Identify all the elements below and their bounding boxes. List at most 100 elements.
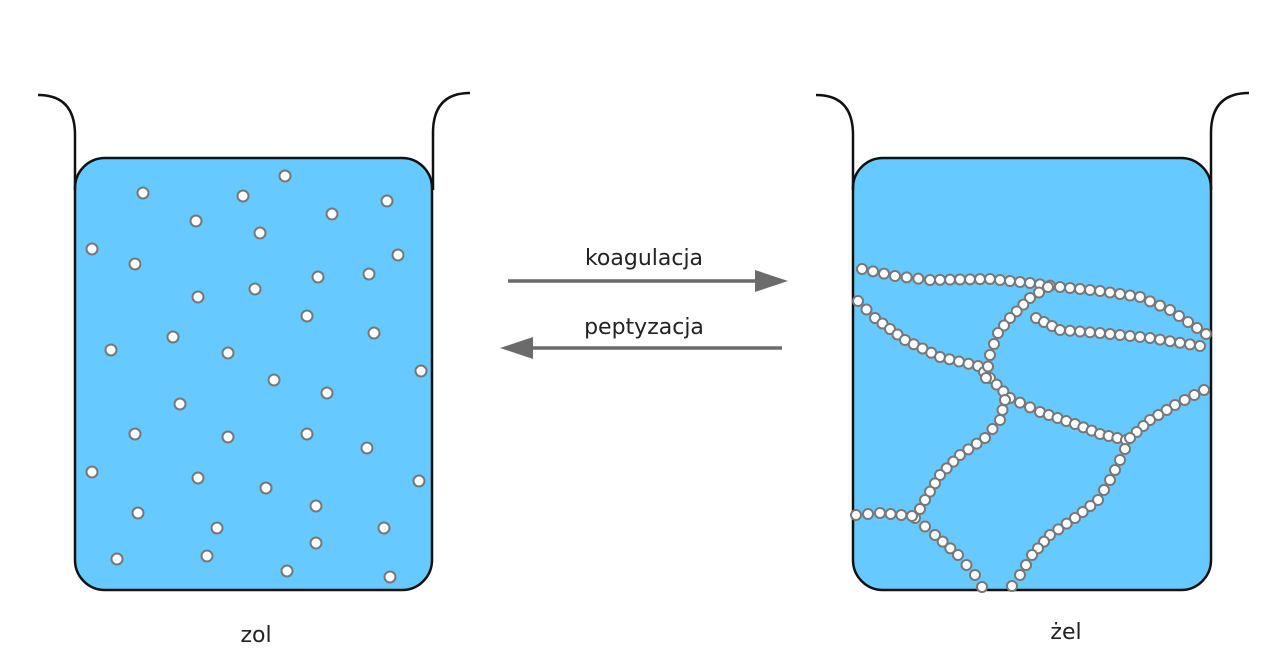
particle	[1200, 328, 1212, 340]
particle	[976, 581, 988, 593]
particle	[1094, 285, 1106, 297]
particle	[367, 326, 381, 340]
particle	[1084, 500, 1097, 512]
particle	[998, 319, 1010, 332]
gel-beaker-rim-right	[1209, 91, 1250, 190]
particle	[1064, 282, 1076, 294]
particle	[1109, 464, 1121, 476]
particle	[309, 536, 323, 550]
particle	[962, 443, 975, 456]
particle	[984, 349, 996, 361]
particle	[856, 263, 868, 275]
particle	[300, 309, 314, 323]
sol-beaker-rim-left	[37, 93, 77, 190]
particle	[895, 509, 908, 521]
particle	[919, 494, 931, 506]
particle	[1134, 331, 1146, 343]
sol-beaker	[37, 91, 471, 592]
sol-beaker-rim-right	[431, 91, 471, 190]
particle	[1054, 281, 1066, 293]
particle	[383, 570, 397, 584]
particle	[1191, 322, 1203, 334]
particle	[850, 509, 862, 521]
particle	[952, 549, 964, 561]
particle	[104, 343, 118, 357]
sol-particles	[85, 169, 428, 584]
particle	[248, 282, 262, 296]
particle	[1144, 332, 1156, 344]
particle	[1060, 517, 1073, 530]
particle	[934, 469, 946, 481]
particle	[267, 373, 281, 387]
particle	[988, 338, 1000, 350]
particle	[131, 506, 145, 520]
particle	[377, 521, 391, 535]
particle	[1004, 275, 1016, 287]
particle	[878, 267, 890, 280]
particle	[320, 386, 334, 400]
gel-label: żel	[1050, 620, 1081, 645]
particle	[1014, 569, 1026, 581]
particle	[309, 499, 323, 513]
gel-beaker-rim-left	[815, 93, 855, 190]
particle	[325, 207, 339, 221]
particle	[412, 474, 426, 488]
particle	[1164, 304, 1176, 316]
particle	[980, 372, 992, 384]
particle	[1114, 454, 1126, 466]
particle	[944, 542, 957, 555]
particle	[1084, 284, 1096, 296]
particle	[300, 427, 314, 441]
particle	[912, 272, 925, 285]
particle	[934, 273, 946, 286]
particle	[1074, 283, 1086, 295]
particle	[1173, 310, 1185, 322]
particle	[862, 508, 874, 520]
particle	[1194, 340, 1206, 352]
particle	[914, 503, 926, 515]
particle	[1182, 316, 1194, 328]
particle	[1104, 328, 1116, 340]
particle	[380, 194, 394, 208]
particle	[85, 242, 99, 256]
particle	[944, 273, 956, 286]
particle	[414, 364, 428, 378]
particle	[953, 355, 965, 368]
particle	[1184, 338, 1196, 351]
particle	[929, 477, 941, 490]
gel-beaker	[815, 91, 1250, 593]
particle	[173, 397, 187, 411]
particle	[166, 330, 180, 344]
particle	[994, 414, 1006, 426]
particle	[884, 508, 897, 520]
particle	[128, 257, 142, 271]
particle	[278, 169, 292, 183]
particle	[986, 423, 999, 435]
particle	[280, 564, 294, 578]
particle	[362, 267, 376, 281]
particle	[1026, 549, 1038, 561]
particle	[962, 357, 975, 370]
particle	[1124, 432, 1136, 444]
particle	[1119, 443, 1131, 455]
particle	[996, 404, 1009, 416]
particle	[867, 265, 879, 278]
gel-particle-network	[850, 263, 1212, 593]
particle	[964, 273, 976, 286]
particle	[1074, 325, 1086, 338]
particle	[221, 346, 235, 360]
forward-arrow	[508, 270, 788, 292]
particle	[221, 430, 235, 444]
reverse-arrow-label: peptyzacja	[584, 315, 704, 340]
particle	[1160, 404, 1173, 416]
particle	[954, 273, 966, 286]
particle	[1076, 506, 1089, 518]
particle	[1144, 295, 1156, 308]
particle	[852, 295, 864, 307]
particle	[1154, 333, 1166, 346]
particle	[889, 270, 901, 282]
particle	[1033, 286, 1045, 299]
particle	[1014, 396, 1026, 409]
particle	[1188, 389, 1201, 401]
